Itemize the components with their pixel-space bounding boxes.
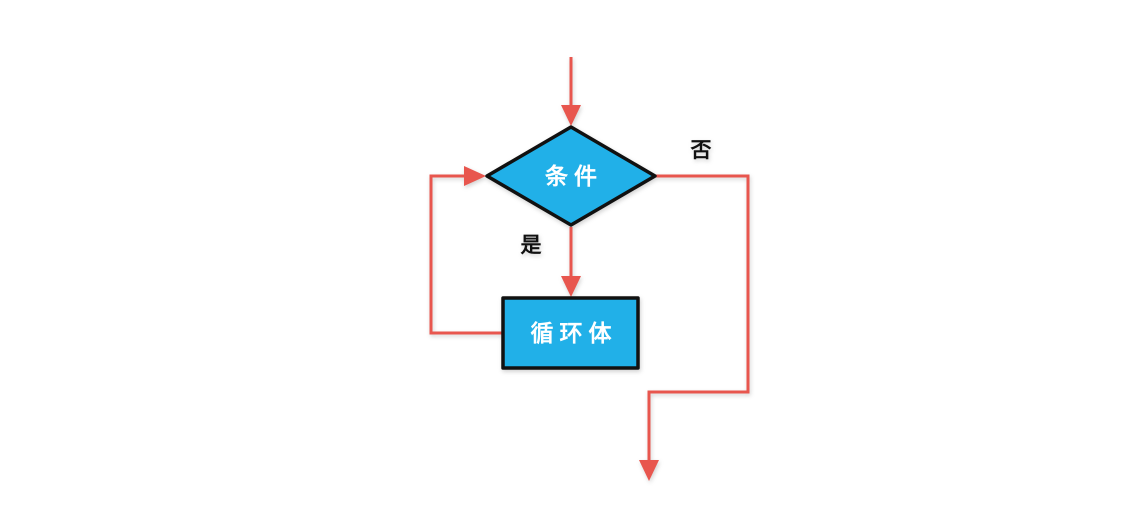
arrow-yes-branch xyxy=(561,227,581,297)
edge-label-yes: 是 xyxy=(521,233,542,257)
condition-diamond xyxy=(485,125,657,227)
loop-body-label: 循环体 xyxy=(531,320,618,347)
edge-label-no: 否 xyxy=(691,138,712,162)
arrow-entry xyxy=(561,57,581,126)
arrow-no-branch xyxy=(639,174,750,481)
arrow-loop-back xyxy=(429,166,503,335)
condition-label: 条件 xyxy=(545,163,603,190)
loop-body-rect xyxy=(501,296,640,370)
